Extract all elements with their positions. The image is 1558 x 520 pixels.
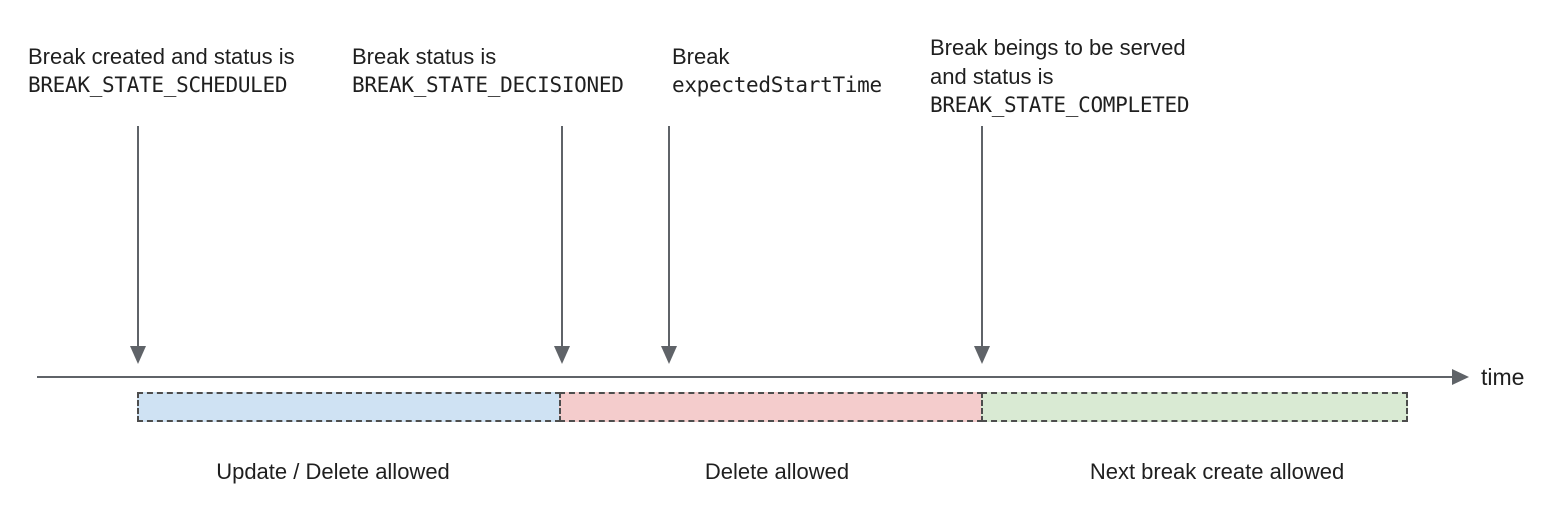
arrow-down-icon xyxy=(130,346,146,364)
arrow-expected-start-time xyxy=(661,126,677,364)
time-axis-arrowhead-icon xyxy=(1452,369,1469,385)
segment-label-delete-allowed: Delete allowed xyxy=(704,459,850,484)
arrow-down-icon xyxy=(554,346,570,364)
annotation-text-line: Break xyxy=(672,44,730,69)
segment-next-break-create-allowed xyxy=(981,392,1408,422)
annotation-text-line: and status is xyxy=(930,64,1054,89)
annotation-break-scheduled: Break created and status is BREAK_STATE_… xyxy=(28,42,295,100)
field-code-expected-start-time: expectedStartTime xyxy=(672,73,882,97)
arrow-shaft xyxy=(981,126,983,346)
annotation-text-line: Break beings to be served xyxy=(930,35,1186,60)
segment-delete-allowed xyxy=(559,392,983,422)
arrow-break-completed xyxy=(974,126,990,364)
arrow-down-icon xyxy=(974,346,990,364)
arrow-down-icon xyxy=(661,346,677,364)
annotation-text-line: Break created and status is xyxy=(28,44,295,69)
arrow-break-decisioned xyxy=(554,126,570,364)
segment-label-update-delete-allowed: Update / Delete allowed xyxy=(216,459,450,484)
annotation-break-decisioned: Break status is BREAK_STATE_DECISIONED xyxy=(352,42,624,100)
arrow-shaft xyxy=(137,126,139,346)
annotation-text-line: Break status is xyxy=(352,44,497,69)
annotation-expected-start-time: Break expectedStartTime xyxy=(672,42,882,100)
time-axis-line xyxy=(37,376,1453,378)
state-code-decisioned: BREAK_STATE_DECISIONED xyxy=(352,73,624,97)
state-code-completed: BREAK_STATE_COMPLETED xyxy=(930,93,1190,117)
arrow-shaft xyxy=(561,126,563,346)
arrow-shaft xyxy=(668,126,670,346)
lifecycle-segments-bar xyxy=(137,392,1408,422)
time-axis-label: time xyxy=(1481,364,1525,390)
state-code-scheduled: BREAK_STATE_SCHEDULED xyxy=(28,73,288,97)
annotation-break-completed: Break beings to be served and status is … xyxy=(930,33,1190,120)
segment-update-delete-allowed xyxy=(137,392,561,422)
arrow-break-scheduled xyxy=(130,126,146,364)
segment-label-next-break-create-allowed: Next break create allowed xyxy=(1089,459,1345,484)
